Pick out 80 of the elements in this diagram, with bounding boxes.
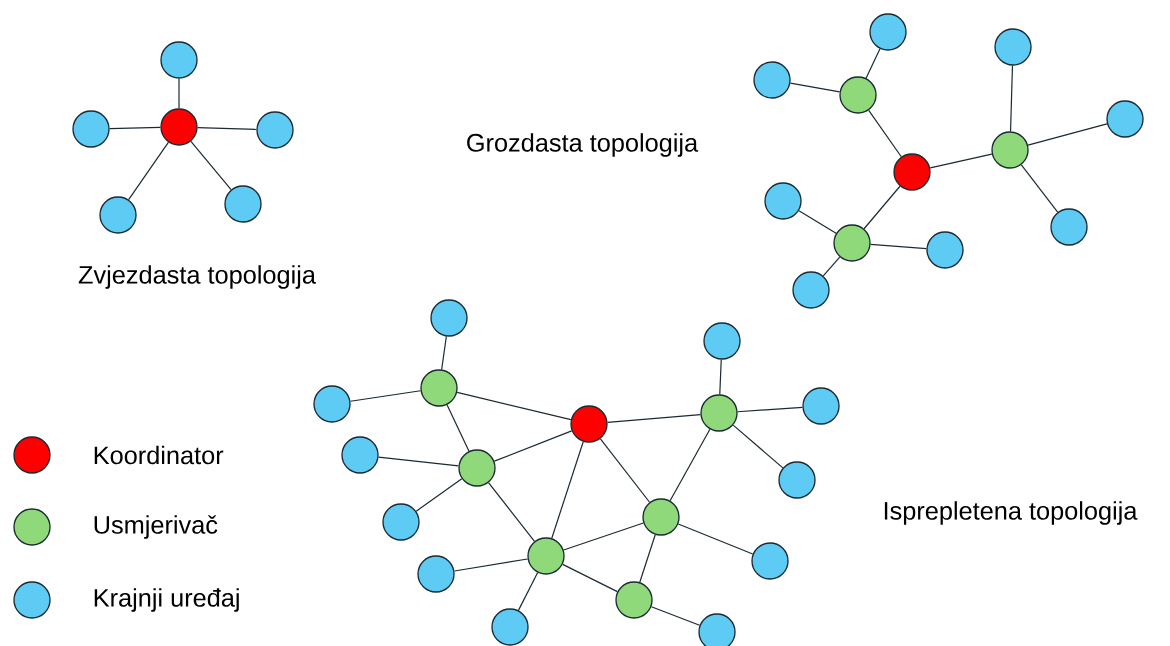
connection-line	[1009, 65, 1014, 132]
device-circle	[778, 461, 816, 499]
connection-line	[789, 82, 841, 93]
device-circle	[430, 299, 468, 337]
device-circle	[833, 224, 871, 262]
connection-line	[517, 572, 539, 611]
device-circle	[893, 153, 931, 191]
connection-line	[677, 523, 754, 555]
device-circle	[99, 196, 137, 234]
connection-line	[865, 48, 881, 79]
connection-line	[415, 478, 463, 512]
device-circle	[991, 131, 1029, 169]
device-circle	[570, 405, 608, 443]
connection-line	[599, 438, 651, 503]
connection-line	[190, 140, 232, 191]
legend-label: Koordinator	[94, 445, 224, 465]
connection-line	[1020, 164, 1059, 213]
device-circle	[869, 13, 907, 51]
device-circle	[751, 542, 789, 580]
connection-line	[639, 534, 656, 583]
device-circle	[994, 28, 1032, 66]
device-circle	[615, 581, 653, 619]
connection-line	[1027, 123, 1108, 146]
topology-title: Grozdasta topologija	[467, 133, 699, 157]
device-circle	[792, 271, 830, 309]
device-circle	[839, 76, 877, 114]
device-circle	[764, 182, 802, 220]
device-circle	[417, 555, 455, 593]
device-circle	[256, 111, 294, 149]
device-circle	[224, 185, 262, 223]
device-circle	[926, 231, 964, 269]
device-circle	[527, 537, 565, 575]
connection-line	[377, 456, 460, 467]
device-circle	[160, 108, 198, 146]
connection-line	[178, 78, 180, 109]
connection-line	[128, 141, 169, 201]
legend-label: Krajnji uređaj	[94, 588, 239, 612]
connection-line	[822, 256, 841, 277]
connection-line	[798, 210, 837, 234]
device-circle	[160, 41, 198, 79]
connection-line	[487, 482, 536, 542]
connection-line	[650, 606, 701, 626]
device-circle	[313, 385, 351, 423]
device-circle	[1050, 208, 1088, 246]
connection-line	[456, 391, 572, 421]
connection-line	[929, 153, 993, 169]
device-circle	[458, 449, 496, 487]
connection-line	[719, 359, 722, 395]
topology-title: Zvjezdasta topologija	[78, 265, 316, 289]
connection-line	[453, 558, 529, 572]
connection-line	[493, 430, 573, 462]
connection-line	[737, 406, 803, 413]
connection-line	[669, 428, 711, 502]
device-circle	[491, 608, 529, 646]
device-circle	[703, 322, 741, 360]
connection-line	[732, 424, 784, 469]
device-circle	[341, 436, 379, 474]
device-circle	[642, 498, 680, 536]
connection-line	[441, 335, 447, 371]
device-circle	[1106, 100, 1144, 138]
connection-line	[349, 390, 422, 402]
device-circle	[802, 387, 840, 425]
connection-line	[870, 243, 927, 250]
topology-title: Isprepletena topologija	[884, 501, 1138, 525]
connection-line	[868, 109, 902, 158]
device-circle	[382, 503, 420, 541]
device-circle	[698, 613, 736, 646]
connection-line	[563, 522, 644, 551]
connection-line	[562, 563, 618, 593]
connection-line	[551, 441, 584, 539]
device-circle	[753, 61, 791, 99]
connection-line	[607, 413, 701, 424]
device-circle	[420, 369, 458, 407]
connection-line	[197, 127, 257, 130]
connection-line	[109, 126, 161, 130]
connection-line	[863, 185, 901, 230]
legend-label: Usmjerivač	[94, 515, 218, 539]
device-circle	[72, 110, 110, 148]
device-circle	[700, 394, 738, 432]
connection-line	[446, 404, 470, 452]
